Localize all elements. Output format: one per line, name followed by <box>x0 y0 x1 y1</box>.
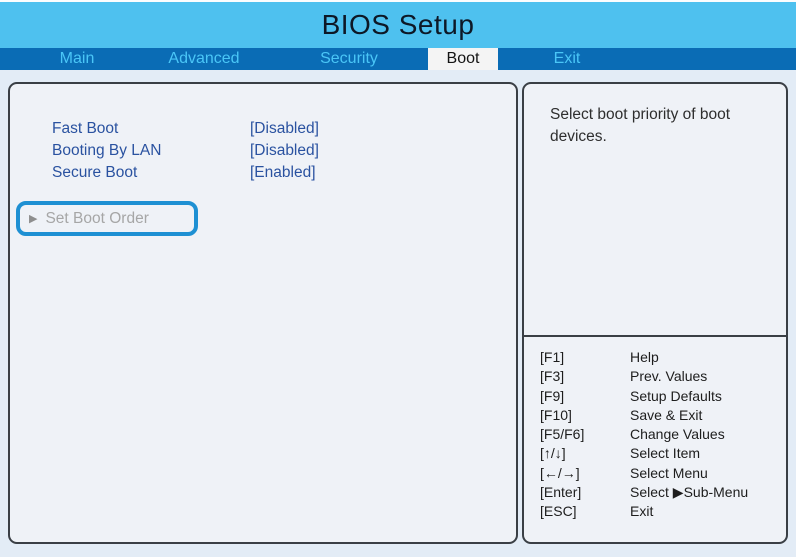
info-panel: Select boot priority of boot devices. [F… <box>522 82 788 544</box>
menu-bar: Main Advanced Security Boot Exit <box>0 48 796 70</box>
setting-row-fast-boot[interactable]: Fast Boot [Disabled] <box>52 118 516 140</box>
item-description: Select boot priority of boot devices. <box>550 106 731 145</box>
help-key: [↑/↓] <box>540 445 566 462</box>
help-row: [F1] Help <box>540 348 780 367</box>
help-key-list: [F1] Help [F3] Prev. Values [F9] Setup D… <box>540 348 780 522</box>
help-row: [←/→] Select Menu <box>540 464 780 483</box>
top-strip <box>0 0 796 2</box>
set-boot-order-label: Set Boot Order <box>45 209 149 227</box>
window-title: BIOS Setup <box>321 9 475 40</box>
help-row: [ESC] Exit <box>540 502 780 521</box>
title-bar: BIOS Setup <box>0 2 796 48</box>
help-action: Setup Defaults <box>630 387 722 404</box>
tab-advanced[interactable]: Advanced <box>168 50 240 67</box>
set-boot-order-item[interactable]: ▶ Set Boot Order <box>16 201 198 236</box>
help-key: [F10] <box>540 406 572 423</box>
setting-row-secure-boot[interactable]: Secure Boot [Enabled] <box>52 162 516 184</box>
tab-main[interactable]: Main <box>59 50 95 67</box>
help-row: [F9] Setup Defaults <box>540 387 780 406</box>
help-row: [F5/F6] Change Values <box>540 425 780 444</box>
help-key: [F9] <box>540 387 565 404</box>
setting-value[interactable]: [Enabled] <box>250 164 316 181</box>
help-row: [F10] Save & Exit <box>540 406 780 425</box>
setting-value[interactable]: [Disabled] <box>250 120 319 137</box>
setting-value[interactable]: [Disabled] <box>250 142 319 159</box>
help-action: Exit <box>630 503 654 520</box>
panel-divider <box>522 335 788 337</box>
settings-panel: Fast Boot [Disabled] Booting By LAN [Dis… <box>8 82 518 544</box>
help-action: Prev. Values <box>630 368 708 385</box>
help-key: [F5/F6] <box>540 426 585 443</box>
help-action: Help <box>630 349 659 365</box>
help-key: [ESC] <box>540 503 577 520</box>
help-action: Select ▶Sub-Menu <box>630 484 749 501</box>
setting-label: Secure Boot <box>52 164 138 181</box>
help-row: [F3] Prev. Values <box>540 367 780 386</box>
help-action: Save & Exit <box>630 406 703 423</box>
setting-label: Fast Boot <box>52 120 119 137</box>
help-row: [Enter] Select ▶Sub-Menu <box>540 483 780 502</box>
help-key: [Enter] <box>540 484 582 501</box>
tab-exit[interactable]: Exit <box>553 50 581 67</box>
setting-label: Booting By LAN <box>52 142 162 159</box>
help-key: [F3] <box>540 368 565 385</box>
help-key: [F1] <box>540 349 565 365</box>
tab-boot[interactable]: Boot <box>428 48 498 70</box>
settings-list: Fast Boot [Disabled] Booting By LAN [Dis… <box>10 84 516 184</box>
submenu-arrow-icon: ▶ <box>29 213 38 225</box>
setting-row-booting-by-lan[interactable]: Booting By LAN [Disabled] <box>52 140 516 162</box>
help-action: Select Item <box>630 445 701 462</box>
help-key: [←/→] <box>540 464 580 481</box>
help-action: Select Menu <box>630 464 708 481</box>
tab-security[interactable]: Security <box>320 50 378 67</box>
help-row: [↑/↓] Select Item <box>540 444 780 463</box>
help-action: Change Values <box>630 426 725 443</box>
